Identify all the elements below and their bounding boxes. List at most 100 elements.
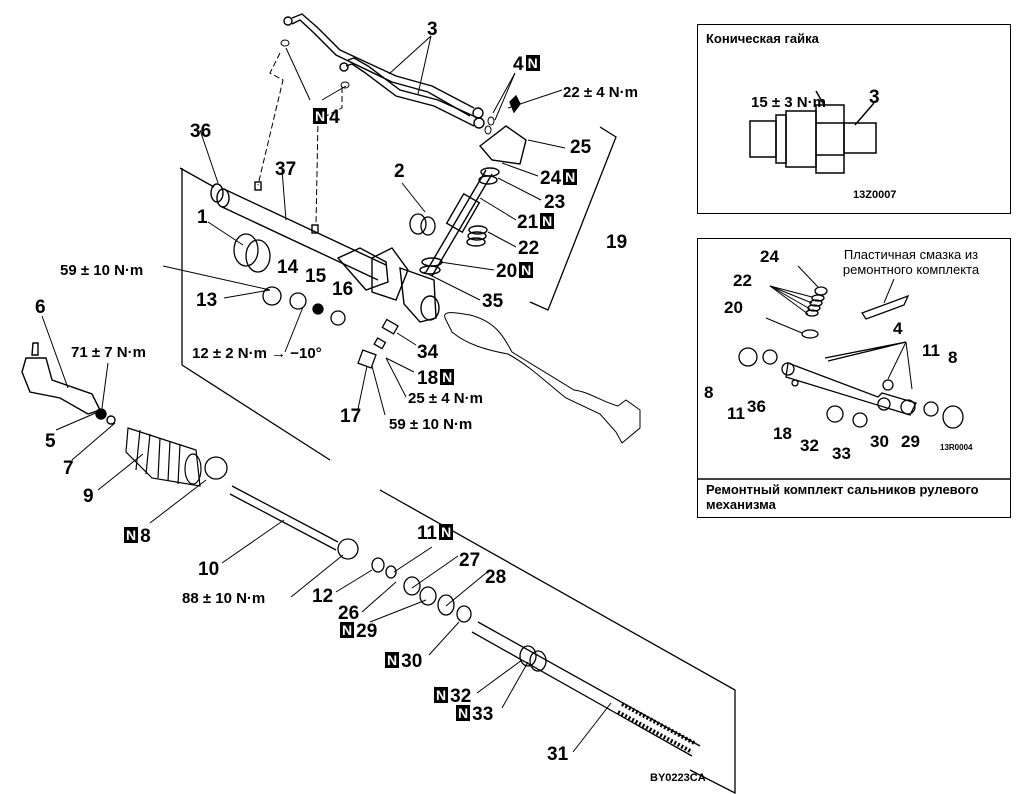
part-number: 25 — [570, 137, 592, 158]
part-label-16: 16 — [332, 280, 353, 299]
kit-label-36: 36 — [747, 397, 766, 416]
new-part-badge: N — [440, 369, 455, 385]
part-number: 11 — [417, 523, 438, 544]
new-part-badge: N — [525, 55, 540, 71]
new-part-badge: N — [124, 527, 139, 543]
part-number: 34 — [417, 342, 439, 363]
part-label-10: 10 — [198, 560, 219, 579]
part-number: 3 — [427, 19, 438, 40]
part-18 — [373, 337, 387, 350]
part-2 — [409, 213, 436, 236]
part-number: 4 — [329, 107, 340, 128]
part-15 — [312, 303, 324, 315]
part-number: 27 — [459, 550, 481, 571]
part-number: 24 — [540, 168, 562, 189]
part-label-35: 35 — [482, 292, 503, 311]
part-label-28: 28 — [485, 568, 506, 587]
boot-9 — [125, 427, 202, 487]
torque-t-59-bot: 59 ± 10 N·m — [389, 416, 473, 433]
part-number: 33 — [472, 704, 494, 725]
part-number: 4 — [513, 54, 524, 75]
part-number: 19 — [606, 232, 628, 253]
part-number: 26 — [338, 603, 360, 624]
part-number: 16 — [332, 279, 354, 300]
part-number: 31 — [547, 744, 569, 765]
kit-label-8: 8 — [704, 383, 714, 402]
part-label-7: 7 — [63, 459, 74, 478]
part-label-5: 5 — [45, 432, 56, 451]
kit-label-32: 32 — [800, 436, 819, 455]
inset-nut-part-label: 3 — [869, 87, 880, 108]
torque-t-59-top: 59 ± 10 N·m — [60, 262, 144, 279]
part-number: 1 — [197, 207, 208, 228]
part-number: 30 — [401, 651, 423, 672]
inset-nut-title: Коническая гайка — [706, 31, 819, 46]
part-label-6: 6 — [35, 298, 46, 317]
new-part-badge: N — [340, 622, 355, 638]
torque-t-12: 12 ± 2 N·m → −10° — [192, 345, 322, 362]
part-label-3: 3 — [427, 20, 438, 39]
rack-housing-37 — [210, 181, 440, 323]
assembly-frame — [179, 167, 736, 794]
seal-kit-drawing — [698, 265, 1010, 480]
part-label-36: 36 — [190, 122, 211, 141]
part-number: 12 — [312, 586, 334, 607]
nut-drawing — [749, 90, 877, 174]
new-part-badge: N — [313, 108, 328, 124]
clamp-8 — [204, 456, 228, 480]
part-label-14: 14 — [277, 258, 298, 277]
part-16 — [330, 310, 346, 326]
kit-label-33: 33 — [832, 444, 851, 463]
part-label-22: 22 — [518, 239, 539, 258]
torque-t-88: 88 ± 10 N·m — [182, 590, 266, 607]
part-label-34: 34 — [417, 343, 438, 362]
new-part-badge: N — [519, 262, 534, 278]
part-label-9: 9 — [83, 487, 94, 506]
torque-t-22: 22 ± 4 N·m — [563, 84, 638, 101]
part-number: 32 — [450, 686, 472, 707]
tie-rod-end-6 — [21, 342, 116, 425]
kit-label-24: 24 — [760, 247, 779, 266]
part-number: 7 — [63, 458, 74, 479]
part-number: 28 — [485, 567, 507, 588]
part-label-13: 13 — [196, 291, 217, 310]
leader-lines — [41, 35, 612, 753]
part-number: 37 — [275, 159, 297, 180]
part-14 — [289, 292, 307, 310]
part-number: 9 — [83, 486, 94, 507]
part-17 — [357, 349, 377, 369]
part-number: 10 — [198, 559, 220, 580]
kit-label-11: 11 — [727, 404, 745, 423]
bracket-19 — [529, 126, 617, 311]
kit-label-20: 20 — [724, 298, 743, 317]
diagram-code: BY0223CA — [650, 772, 706, 784]
pinion-valve — [419, 94, 527, 277]
part-label-25: 25 — [570, 138, 591, 157]
inset-kit-caption: Ремонтный комплект сальников рулевого ме… — [706, 482, 979, 512]
part-number: 29 — [356, 621, 378, 642]
torque-t-25: 25 ± 4 N·m — [408, 390, 483, 407]
part-number: 18 — [417, 368, 439, 389]
part-label-19: 19 — [606, 233, 627, 252]
steering-shaft-outline — [444, 312, 641, 444]
new-part-badge: N — [540, 213, 555, 229]
new-part-badge: N — [439, 524, 454, 540]
part-label-12: 12 — [312, 587, 333, 606]
kit-label-22: 22 — [733, 271, 752, 290]
part-label-2: 2 — [394, 162, 405, 181]
part-number: 35 — [482, 291, 504, 312]
kit-label-18: 18 — [773, 424, 792, 443]
tie-rod-10 — [229, 485, 472, 623]
part-number: 2 — [394, 161, 405, 182]
inset-kit-code: 13R0004 — [940, 443, 973, 452]
